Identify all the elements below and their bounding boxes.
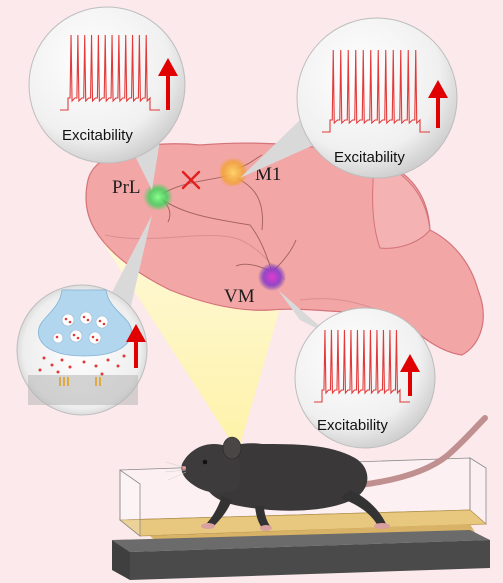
panel-caption: Excitability <box>317 417 388 434</box>
treadmill-base <box>112 540 130 580</box>
mouse-eye <box>202 459 208 465</box>
region-label-m1: M1 <box>255 164 281 185</box>
bubble-pointer <box>278 290 330 335</box>
panel-caption: Excitability <box>334 149 405 166</box>
excitability-panel-top-right: Excitability <box>240 17 458 179</box>
vesicle-contents <box>55 315 106 342</box>
vesicles <box>52 311 109 345</box>
prl-glow <box>143 183 173 211</box>
bubble-pointer <box>240 120 325 178</box>
receptors <box>59 377 101 386</box>
mouse-hind-leg <box>340 490 386 526</box>
mouse-front-leg <box>206 496 232 526</box>
arrow-up-icon <box>428 80 448 128</box>
postsynaptic-membrane <box>28 375 138 405</box>
released-transmitter <box>38 354 126 376</box>
spike-trace <box>60 34 160 111</box>
mouse-whiskers <box>164 461 187 481</box>
arrow-up-icon <box>158 58 178 110</box>
vm-glow <box>258 263 286 291</box>
mouse-mid-leg <box>255 506 270 528</box>
cerebellum-outline <box>372 159 431 249</box>
cross-icon <box>181 170 201 190</box>
brain <box>85 142 484 356</box>
excitability-panel-top-left: Excitability <box>28 6 186 190</box>
bubble <box>296 17 458 179</box>
spike-trace <box>314 329 410 403</box>
mouse-front-paw <box>201 523 215 529</box>
spike-trace <box>322 49 430 133</box>
mouse-mid-paw <box>260 525 272 531</box>
region-label-prl: PrL <box>112 177 141 198</box>
arrow-up-icon <box>126 324 146 368</box>
treadmill-base-top <box>112 530 490 552</box>
mouse-tail <box>357 415 488 488</box>
mouse <box>164 415 488 531</box>
excitability-panel-bottom-right: Excitability <box>278 290 436 449</box>
treadmill-front-glass <box>119 469 141 537</box>
m1-glow <box>218 157 248 188</box>
region-label-vm: VM <box>224 286 255 307</box>
mouse-body <box>200 443 368 511</box>
panel-caption: Excitability <box>62 127 133 144</box>
bubble-pointer <box>108 215 152 310</box>
treadmill-base-front <box>130 540 490 580</box>
mouse-hind-paw <box>374 523 390 529</box>
arrow-up-icon <box>400 354 420 396</box>
mouse-ear <box>222 436 242 460</box>
synapse-panel <box>16 215 152 416</box>
